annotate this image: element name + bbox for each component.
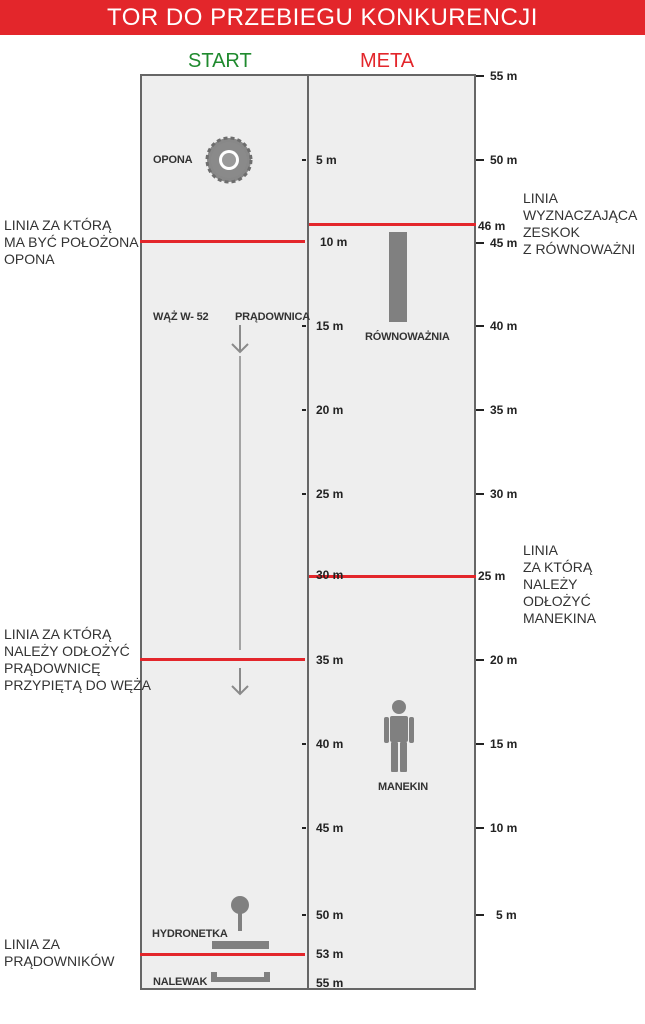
scale-label: 5 m (496, 908, 517, 922)
nalewak-icon (211, 972, 270, 982)
middle-scale-ticks (302, 159, 306, 916)
scale-label: 5 m (316, 153, 337, 167)
scale-label: 55 m (316, 976, 344, 990)
scale-label: 50 m (316, 908, 344, 922)
meta-label: META (360, 50, 415, 72)
scale-label: 15 m (316, 319, 344, 333)
mannequin-icon (384, 700, 414, 772)
scale-label: 30 m (316, 568, 344, 582)
scale-label: 46 m (478, 219, 506, 233)
meta-lane (307, 74, 476, 990)
page-title: TOR DO PRZEBIEGU KONKURENCJI (0, 0, 645, 35)
zeskok-line (309, 223, 476, 226)
nalewak-label: NALEWAK (153, 976, 208, 988)
arrow-down-icon (231, 325, 249, 354)
scale-label: 40 m (490, 319, 518, 333)
scale-label: 15 m (490, 737, 518, 751)
opona-line (140, 240, 305, 243)
opona-label: OPONA (153, 154, 193, 166)
start-lane (140, 74, 309, 990)
scale-label: 10 m (490, 821, 518, 835)
scale-label: 25 m (316, 487, 344, 501)
scale-label: 45 m (490, 236, 518, 250)
waz-label: WĄŻ W- 52 (153, 311, 209, 323)
manekin-line-label: LINIA ZA KTÓRĄ NALEŻY ODŁOŻYĆ MANEKINA (523, 542, 597, 626)
right-scale-ticks (476, 75, 484, 916)
zeskok-line-label: LINIA WYZNACZAJĄCA ZESKOK Z RÓWNOWAŻNI (523, 190, 638, 257)
scale-label: 50 m (490, 153, 518, 167)
arrow-down-icon (231, 668, 249, 696)
manekin-line (309, 575, 476, 578)
rownowaznia-label: RÓWNOWAŻNIA (365, 331, 450, 343)
scale-label: 30 m (490, 487, 518, 501)
scale-label: 53 m (316, 947, 344, 961)
scale-label: 45 m (316, 821, 344, 835)
scale-label: 40 m (316, 737, 344, 751)
scale-label: 35 m (316, 653, 344, 667)
scale-label: 55 m (490, 69, 518, 83)
pradowniki-line (140, 953, 305, 956)
manekin-label: MANEKIN (378, 781, 428, 793)
tire-icon (205, 136, 253, 184)
pradownica-line (140, 658, 305, 661)
pradowniki-line-label: LINIA ZA PRĄDOWNIKÓW (4, 936, 115, 969)
pradownica-label: PRĄDOWNICA (235, 311, 310, 323)
hydronetka-label: HYDRONETKA (152, 928, 228, 940)
scale-label: 10 m (320, 235, 348, 249)
hydronetka-icon (212, 896, 269, 949)
pradownica-line-label: LINIA ZA KTÓRĄ NALEŻY ODŁOŻYĆ PRĄDOWNICĘ… (4, 626, 152, 693)
start-label: START (188, 50, 252, 72)
opona-line-label: LINIA ZA KTÓRĄ MA BYĆ POŁOŻONA OPONA (4, 217, 139, 267)
scale-label: 25 m (478, 569, 506, 583)
balance-beam-icon (389, 232, 407, 322)
scale-label: 35 m (490, 403, 518, 417)
scale-label: 20 m (490, 653, 518, 667)
scale-label: 20 m (316, 403, 344, 417)
